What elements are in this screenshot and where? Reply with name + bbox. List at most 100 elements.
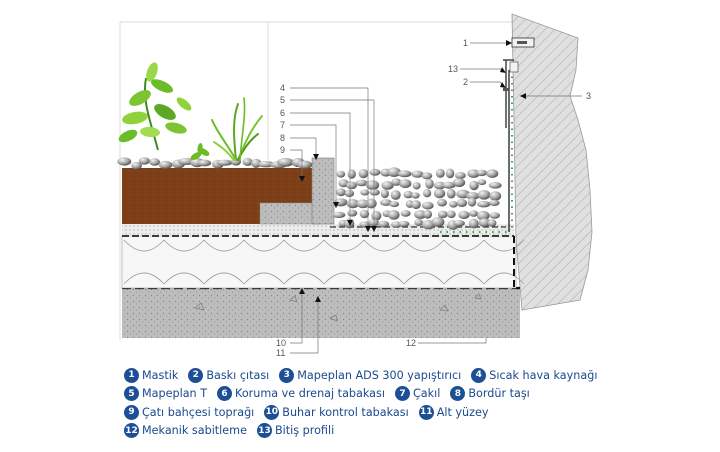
legend-badge-12: 12	[124, 423, 139, 439]
leader-lines	[290, 42, 582, 354]
gravel-pebble	[399, 179, 412, 189]
soil-pebble	[149, 158, 161, 166]
gravel-pebble	[387, 167, 401, 178]
gravel-pebble	[446, 210, 456, 219]
legend-label-5: Mapeplan T	[142, 387, 208, 401]
legend-label-11: Alt yüzey	[436, 405, 489, 419]
legend-badge-1: 1	[124, 367, 139, 383]
callout-2: 2	[463, 77, 468, 87]
callout-12: 12	[406, 338, 416, 348]
gravel-pebble	[466, 192, 480, 200]
soil-pebble	[276, 157, 295, 167]
gravel-pebble	[414, 218, 424, 226]
gravel-pebble	[433, 181, 446, 190]
plant-middle	[211, 97, 263, 161]
gravel-pebble	[359, 209, 370, 219]
gravel-pebble	[347, 169, 356, 179]
gravel-pebble	[411, 192, 420, 199]
gravel-pebble	[469, 180, 479, 191]
gravel-pebble	[478, 218, 491, 228]
legend-badge-7: 7	[394, 386, 410, 402]
callout-1: 1	[463, 38, 468, 48]
legend-badge-4: 4	[471, 367, 487, 383]
gravel-pebble	[469, 210, 479, 217]
legend-badge-13: 13	[256, 423, 272, 439]
gravel-pebble	[388, 210, 400, 220]
soil-pebble	[138, 157, 150, 165]
plant-left	[118, 62, 192, 151]
gravel-pebble	[437, 198, 447, 207]
gravel-pebble	[442, 181, 456, 189]
gravel-pebble	[369, 168, 381, 176]
gravel-pebble	[365, 198, 377, 209]
legend-badge-10: 10	[264, 404, 280, 420]
legend-label-9: Çatı bahçesi toprağı	[142, 405, 255, 419]
soil-pebble	[297, 160, 313, 169]
soil-pebble	[242, 157, 253, 166]
gravel-pebble	[422, 201, 434, 210]
legend-badge-2: 2	[188, 367, 204, 383]
gravel-pebble	[377, 220, 390, 228]
gravel-pebble	[489, 199, 500, 206]
gravel-pebble	[437, 210, 448, 219]
gravel-pebble	[360, 189, 370, 196]
gravel-pebble	[412, 182, 421, 190]
gravel-pebble	[423, 189, 432, 198]
slab-marks	[194, 293, 482, 322]
leader-arrowheads	[299, 40, 526, 302]
gravel-pebble	[455, 172, 466, 179]
soil-pebble	[178, 158, 195, 165]
soil-pebble	[251, 158, 262, 168]
soil-pebble	[258, 161, 275, 168]
wall	[511, 13, 593, 311]
gravel-pebble	[487, 219, 497, 227]
gravel-pebble	[411, 200, 421, 210]
gravel-pebble	[403, 190, 414, 199]
legend-badge-3: 3	[279, 367, 295, 383]
gravel-pebble	[467, 169, 480, 178]
legend-label-8: Bordür taşı	[468, 387, 530, 401]
soil-pebble	[117, 157, 132, 166]
callout-6: 6	[280, 108, 285, 118]
gravel-pebble	[358, 169, 369, 179]
gravel-bed	[332, 167, 502, 230]
gravel-pebble	[449, 201, 458, 208]
substrate-slab	[122, 288, 520, 338]
callout-labels: 1 13 2 3 4 5 6 7 8 9 10 11 12	[276, 38, 591, 358]
gravel-pebble	[456, 199, 468, 207]
gravel-pebble	[411, 170, 424, 178]
gravel-pebble	[344, 189, 355, 197]
gravel-pebble	[477, 210, 490, 221]
gravel-pebble	[435, 168, 445, 178]
gravel-pebble	[434, 188, 446, 199]
legend-label-1: Mastik	[142, 368, 179, 382]
gravel-pebble	[332, 211, 346, 218]
gravel-pebble	[336, 170, 346, 178]
legend-label-2: Baskı çıtası	[206, 368, 270, 382]
legend-badge-9: 9	[124, 404, 139, 420]
callout-8: 8	[280, 133, 285, 143]
curb-stone	[311, 157, 335, 225]
termination-profile	[503, 37, 535, 128]
gravel-pebble	[336, 188, 346, 197]
gravel-pebble	[369, 189, 380, 196]
legend-label-6: Koruma ve drenaj tabakası	[235, 387, 385, 401]
gravel-pebble	[390, 190, 401, 200]
soil-under-curb	[259, 202, 321, 225]
gravel-pebble	[400, 210, 411, 217]
callout-3: 3	[586, 91, 591, 101]
gravel-pebble	[445, 168, 455, 179]
callout-9: 9	[280, 145, 285, 155]
gravel-pebble	[476, 169, 488, 177]
gravel-pebble	[446, 188, 456, 199]
callout-11: 11	[276, 348, 285, 358]
callout-5: 5	[280, 95, 285, 105]
